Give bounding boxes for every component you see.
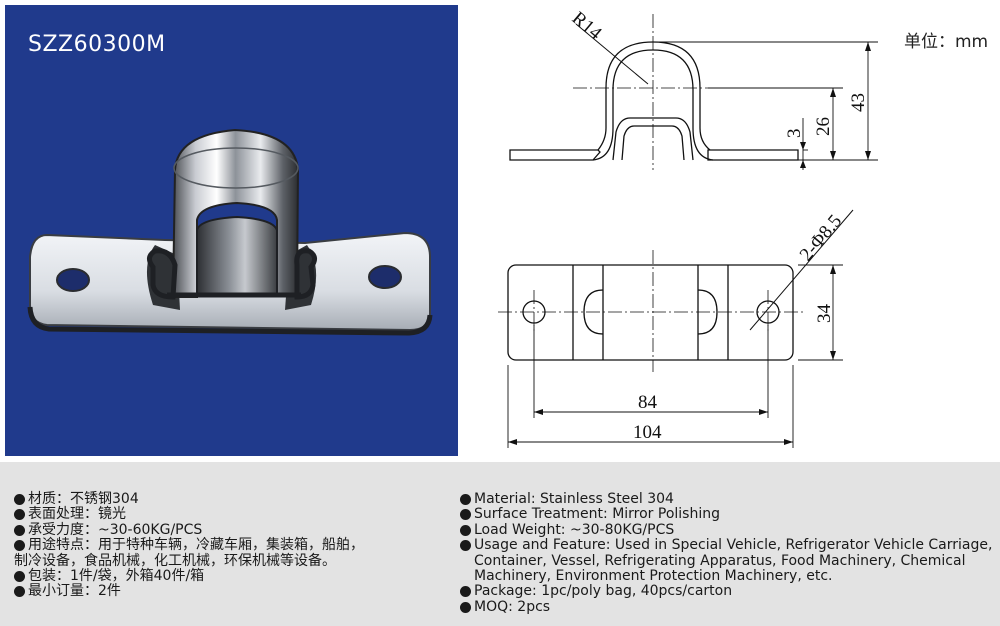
top-view-outline (507, 264, 794, 361)
unit-label: 单位：mm (904, 32, 989, 52)
spec-usage-en: Usage and Feature: Used in Special Vehic… (460, 538, 992, 553)
bullet-dot (14, 509, 25, 521)
bullet-dot (14, 494, 25, 505)
product-photo-panel: SZZ60300M (5, 5, 458, 456)
dim-holes: 2-Φ8.5 (796, 211, 846, 265)
spec-usage-en-cont2: Machinery, Environment Protection Machin… (474, 568, 833, 585)
specs-chinese: 材质：不锈钢304 表面处理：镜光 承受力度：~30-60KG/PCS 用途特点… (14, 491, 444, 600)
spec-surface-en: Surface Treatment: Mirror Polishing (460, 507, 980, 522)
bullet-dot (14, 571, 25, 583)
spec-package-en: Package: 1pc/poly bag, 40pcs/carton (460, 584, 980, 599)
spec-usage-zh-cont: 制冷设备，食品机械，化工机械，环保机械等设备。 (14, 552, 336, 569)
spec-load-en: Load Weight: ~30-80KG/PCS (460, 522, 980, 538)
dim-hole-spacing: 84 (638, 392, 658, 413)
dim-length: 104 (633, 422, 662, 443)
bullet-dot (14, 524, 25, 536)
spec-material-zh: 材质：不锈钢304 (14, 491, 444, 507)
spec-material-en: Material: Stainless Steel 304 (460, 491, 980, 507)
dim-height-inner: 26 (813, 117, 834, 136)
radius-label: R14 (568, 8, 606, 45)
bullet-dot (14, 586, 25, 598)
specifications-panel: 材质：不锈钢304 表面处理：镜光 承受力度：~30-60KG/PCS 用途特点… (0, 462, 1000, 626)
dim-thickness: 3 (784, 129, 805, 139)
spec-usage-zh: 用途特点：用于特种车辆，冷藏车厢，集装箱，船舶， (14, 538, 444, 553)
profile-flange-right (707, 149, 799, 161)
specs-english: Material: Stainless Steel 304 Surface Tr… (460, 491, 992, 615)
spec-load-zh: 承受力度：~30-60KG/PCS (14, 522, 444, 538)
spec-moq-en: MOQ: 2pcs (460, 599, 980, 615)
bullet-dot (460, 540, 471, 552)
bullet-dot (460, 524, 471, 536)
profile-inner-saddle (612, 117, 694, 161)
spec-usage-en-cont1: Container, Vessel, Refrigerating Apparat… (474, 552, 966, 569)
bullet-dot (460, 509, 471, 521)
spec-surface-zh: 表面处理：镜光 (14, 507, 444, 522)
dim-height-total: 43 (848, 93, 869, 112)
bullet-dot (460, 494, 471, 505)
bullet-dot (460, 601, 471, 613)
spec-package-zh: 包装：1件/袋，外箱40件/箱 (14, 568, 444, 584)
technical-drawing: R14 43 26 3 2-Φ8.5 (498, 8, 878, 448)
clamp-photo-illustration (27, 128, 433, 336)
spec-moq-zh: 最小订量：2件 (14, 584, 444, 599)
bullet-dot (14, 540, 25, 552)
model-number: SZZ60300M (28, 32, 166, 57)
bullet-dot (460, 586, 471, 598)
dim-width: 34 (814, 304, 835, 324)
profile-flange-left (509, 149, 601, 161)
